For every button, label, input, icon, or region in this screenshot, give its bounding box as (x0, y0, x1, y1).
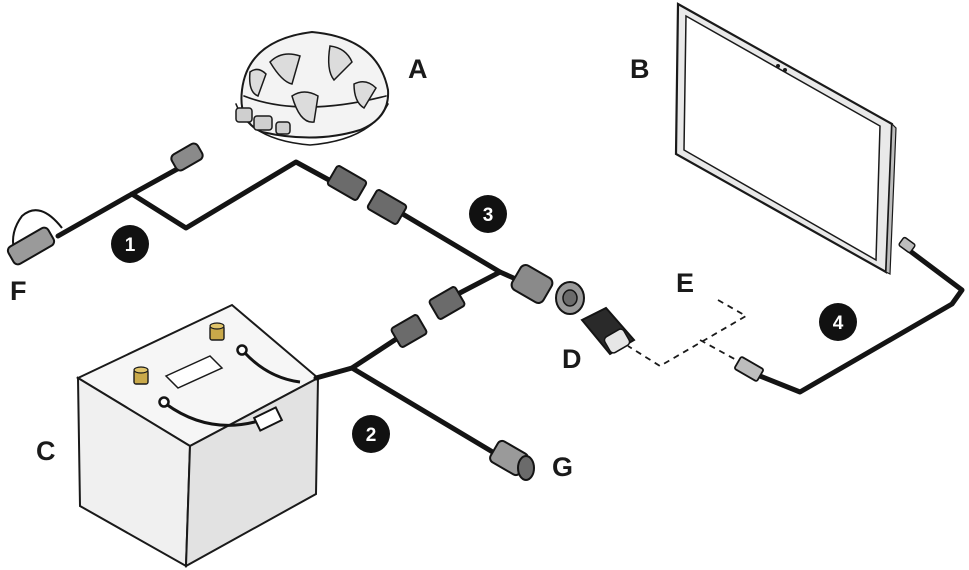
label-d: D (562, 344, 582, 374)
svg-text:4: 4 (833, 313, 844, 334)
battery-leads (158, 344, 301, 432)
label-e: E (676, 268, 694, 298)
connector-pair-bottom (390, 286, 466, 348)
svg-text:3: 3 (483, 205, 494, 226)
cable-badge-4: 4 (819, 303, 857, 341)
label-b: B (630, 54, 650, 84)
label-a: A (408, 54, 428, 84)
gps-antenna-dome-icon (235, 30, 390, 146)
antenna-cable-connector (170, 142, 204, 172)
cable-4 (757, 245, 965, 395)
car-usb-charger-icon (580, 306, 636, 356)
svg-text:1: 1 (125, 235, 136, 256)
tablet-icon (674, 2, 897, 275)
label-g: G (552, 452, 573, 482)
socket-connector-icon (489, 439, 535, 481)
battery-icon (75, 303, 320, 568)
lighter-socket-icon (510, 264, 585, 315)
usb-a-plug (734, 356, 764, 382)
battery-terminal-left (133, 366, 149, 385)
battery-terminal-right (209, 322, 225, 341)
usb-c-plug-tablet (898, 236, 916, 254)
usb-cable-dashed-icon (627, 299, 748, 368)
svg-text:2: 2 (366, 425, 377, 446)
cable-2 (313, 269, 503, 457)
label-c: C (36, 436, 56, 466)
m12-connector-icon (6, 209, 63, 266)
cable-badge-1: 1 (111, 225, 149, 263)
connector-pair-top (326, 165, 408, 225)
label-f: F (10, 276, 27, 306)
cable-badge-3: 3 (469, 195, 507, 233)
cable-1 (55, 159, 343, 239)
cable-badge-2: 2 (352, 415, 390, 453)
